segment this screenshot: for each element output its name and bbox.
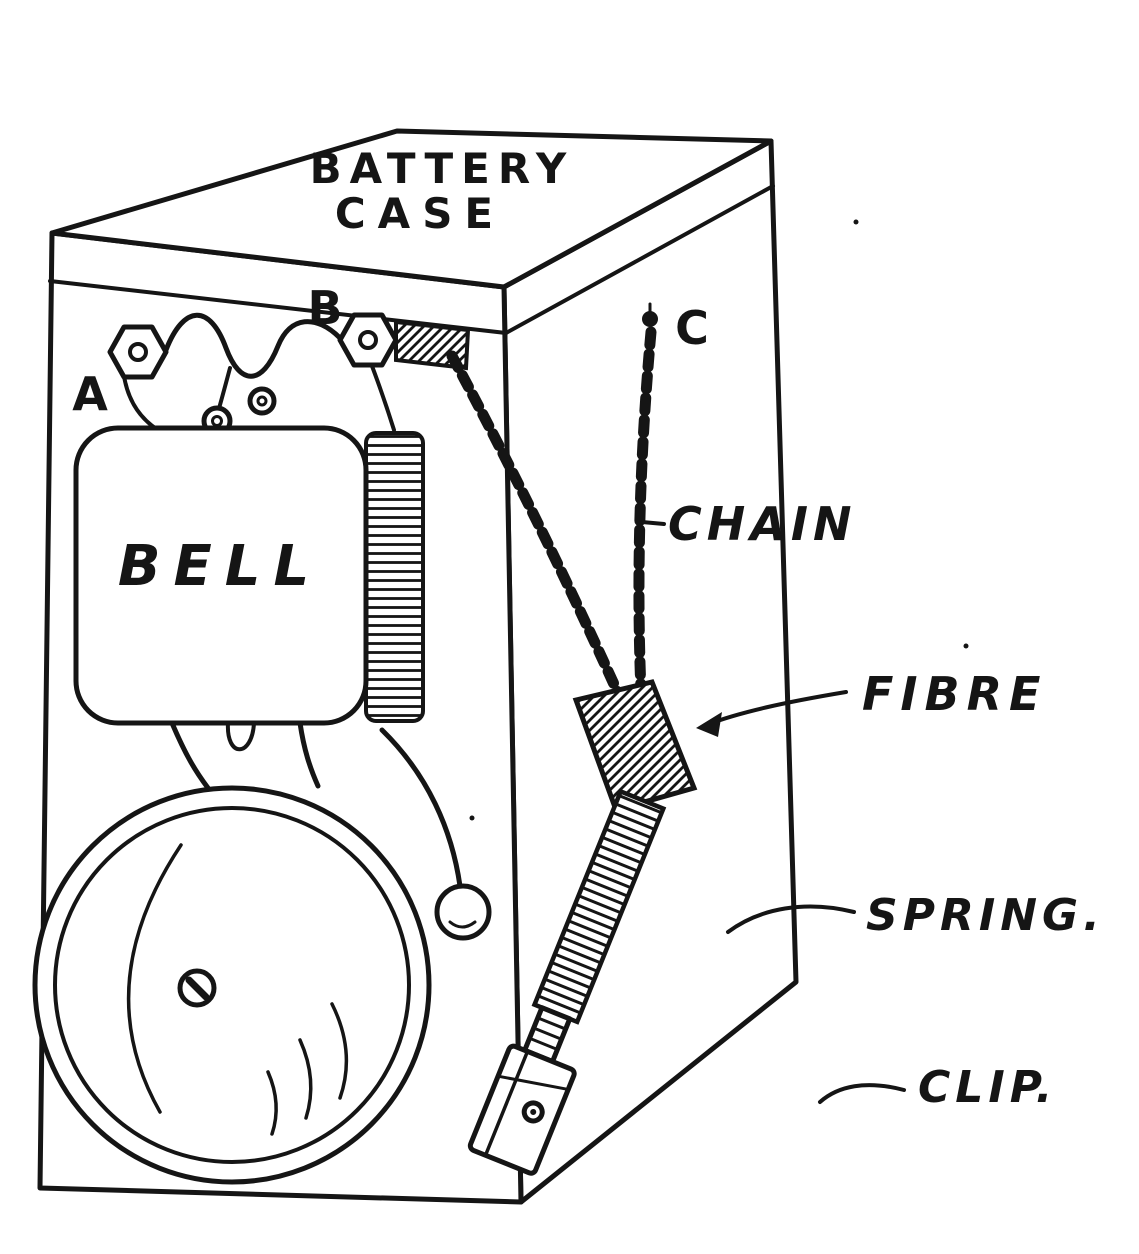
scan-speck bbox=[963, 643, 969, 649]
armature-loop bbox=[225, 721, 256, 752]
gong-shine-3 bbox=[266, 1070, 278, 1136]
clip-edge-line bbox=[496, 1074, 570, 1091]
wire-b-to-coil bbox=[370, 364, 396, 432]
spring-leader bbox=[726, 904, 856, 934]
chain-leader bbox=[640, 520, 666, 526]
bell-box bbox=[73, 425, 369, 726]
clip-leader bbox=[818, 1083, 906, 1104]
chain-from-c bbox=[633, 326, 657, 698]
chain-from-terminal-b bbox=[446, 350, 628, 708]
striker-ball-shade bbox=[448, 920, 477, 929]
leaders bbox=[640, 520, 906, 1104]
sleeve-ridge-3 bbox=[528, 1036, 559, 1051]
fibre-arrowhead bbox=[696, 712, 722, 737]
binding-screw-2-hole bbox=[256, 395, 268, 407]
bell-assembly bbox=[32, 425, 492, 1185]
gong-rim bbox=[53, 806, 411, 1164]
lid-seam-right bbox=[504, 184, 775, 335]
gong-shine-2 bbox=[298, 1038, 313, 1120]
sleeve-ridge-2 bbox=[532, 1026, 564, 1041]
armature-right bbox=[297, 720, 321, 789]
spring-and-clip bbox=[467, 788, 667, 1176]
gong bbox=[32, 785, 432, 1185]
label-terminal-a: A bbox=[72, 367, 108, 421]
label-bell: BELL bbox=[118, 534, 322, 599]
battery-case-top-face bbox=[49, 128, 774, 290]
armature-left bbox=[169, 720, 211, 791]
label-chain: CHAIN bbox=[668, 497, 856, 551]
terminal-b-nut bbox=[337, 312, 399, 368]
pull-mechanism bbox=[446, 302, 698, 1176]
bell-coil-band bbox=[364, 431, 425, 723]
label-battery-case-line1: BATTERY bbox=[310, 144, 575, 193]
fibre-block bbox=[572, 679, 698, 814]
striker-ball bbox=[434, 883, 492, 941]
label-terminal-c: C bbox=[675, 301, 709, 355]
striker-arm bbox=[379, 727, 463, 889]
label-terminal-b: B bbox=[307, 281, 342, 335]
scan-speck bbox=[853, 219, 859, 225]
terminal-a-nut bbox=[107, 324, 169, 380]
label-spring: SPRING. bbox=[866, 890, 1105, 941]
slack-wire bbox=[163, 312, 343, 379]
label-fibre: FIBRE bbox=[862, 667, 1047, 721]
label-clip: CLIP. bbox=[918, 1062, 1057, 1113]
sleeve-ridge-1 bbox=[536, 1016, 568, 1031]
clip-hole-center bbox=[530, 1108, 537, 1115]
label-battery-case-line2: CASE bbox=[335, 189, 505, 238]
binding-screw-2 bbox=[247, 386, 277, 416]
scan-speck bbox=[469, 815, 475, 821]
gong-shine-1 bbox=[330, 1002, 349, 1100]
terminal-b-center bbox=[358, 330, 378, 350]
c-knob bbox=[642, 311, 658, 327]
gong-screw-slot bbox=[185, 976, 210, 1001]
gong-inner-arc bbox=[126, 843, 183, 1114]
terminal-a-center bbox=[128, 342, 148, 362]
lettering: BATTERY CASE BELL A B C CHAIN FIBRE SPRI… bbox=[72, 144, 1105, 1113]
clip-fold-line bbox=[483, 1049, 530, 1158]
